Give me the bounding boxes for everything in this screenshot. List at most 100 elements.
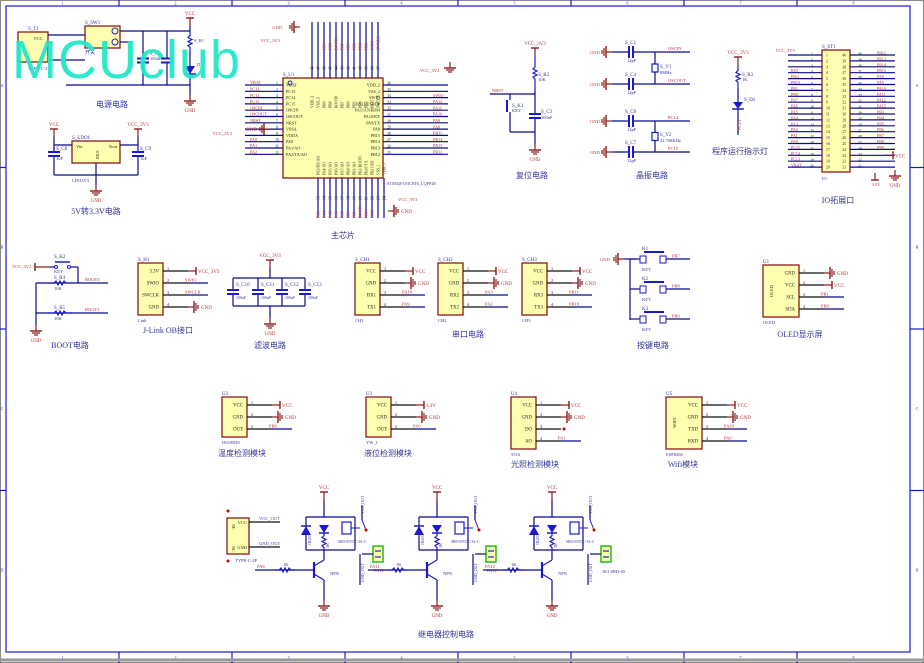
pin-number: 36 — [387, 82, 391, 86]
pin-name: PC14 — [286, 95, 296, 100]
ground-symbol: GND — [488, 277, 512, 289]
power-label: VCC — [282, 404, 293, 409]
designator: S_ST1 — [822, 45, 836, 50]
label: GND — [95, 151, 100, 160]
switch-contact — [111, 38, 119, 46]
net-label: PC13 — [791, 157, 800, 162]
net-label: GND — [590, 119, 600, 124]
ground-symbol: GND — [529, 144, 541, 163]
pin-name: VCC — [377, 404, 387, 409]
pin-number: 11 — [275, 145, 279, 149]
power-port: 3.3V — [416, 401, 436, 409]
label: 100nF — [285, 295, 296, 300]
power-label: VCC — [415, 270, 426, 275]
label: VCC — [238, 520, 247, 525]
net-label: PC15 — [791, 145, 800, 150]
net-label: PA3 — [485, 290, 493, 295]
pin-number: 2 — [540, 412, 542, 417]
grid-column-label: 7 — [740, 1, 742, 6]
pin-number: 12 — [826, 118, 830, 122]
relay-coil-icon — [341, 521, 352, 535]
section-caption: 串口电路 — [452, 329, 484, 339]
section-caption: 程序运行指示灯 — [712, 146, 768, 156]
label: 1K — [283, 562, 289, 567]
label: 100nF — [308, 295, 319, 300]
designator: U2 — [222, 392, 229, 397]
mcu-stm32: S_U1VBAT1VBATPC132PC13PC143PC14PC154PC15… — [213, 21, 456, 240]
power-label: VCC — [547, 486, 558, 491]
label: NC — [231, 524, 236, 530]
key-contact — [659, 315, 667, 324]
section-caption: 光照检测模块 — [511, 459, 559, 469]
pin-number: 35 — [387, 88, 391, 92]
pin-number: 3 — [251, 424, 253, 429]
power-label: VCC — [432, 486, 443, 491]
ground-symbol — [601, 78, 612, 90]
label: Vout — [109, 144, 118, 149]
component-body — [17, 31, 49, 63]
ground-label: GND — [740, 416, 751, 421]
power-port: VCC — [272, 401, 293, 409]
net-label: PA6 — [334, 211, 339, 218]
net-label: PA2 — [791, 127, 798, 132]
pin-number: 38 — [858, 63, 862, 67]
label: NPN — [443, 571, 453, 576]
grid-column-label: 6 — [627, 1, 629, 6]
power-port: VCC — [319, 486, 330, 500]
grid-column-label: 8 — [853, 655, 855, 660]
pin-number: 1 — [826, 54, 828, 58]
net-label: PB1 — [821, 292, 829, 297]
pin-number: 21 — [365, 196, 369, 200]
net-label: PA3 — [316, 211, 321, 218]
pin-number: 22 — [858, 158, 862, 162]
switch-contact — [111, 27, 119, 35]
pin-number: 17 — [810, 146, 814, 150]
resistor — [531, 56, 539, 90]
designator: S_K2 — [54, 255, 66, 260]
pin-name: SCL — [786, 296, 795, 301]
net-label: PC15 — [250, 99, 259, 104]
pin-name: VDD_2 — [367, 83, 380, 88]
net-label: GND — [590, 150, 600, 155]
net-label: PB1 — [352, 211, 357, 218]
net-label: PB11 — [791, 74, 800, 79]
power-label: VCC — [895, 154, 906, 159]
pin-number: 2 — [467, 278, 469, 283]
ground-symbol: GND — [546, 600, 558, 619]
pin-name: NRST — [286, 120, 297, 125]
power-label: VCC_3V3 — [127, 123, 149, 128]
power-label: VCC — [571, 404, 582, 409]
net-label: PB5 — [352, 43, 357, 50]
pin-name: SWCLK — [377, 94, 381, 108]
label: 10 — [170, 56, 175, 61]
ground-symbol: GND — [561, 411, 585, 423]
junction-dot — [364, 528, 368, 532]
ground-symbol: GND — [272, 411, 296, 423]
part-number: CH2 — [438, 318, 447, 323]
pin-number: 20 — [810, 164, 814, 168]
pin-name: VSS_1 — [377, 164, 381, 175]
net-label: PA0 — [413, 424, 421, 429]
ground-symbol — [444, 62, 456, 73]
grid-row-label: B — [1, 244, 4, 249]
pin-number: 45 — [329, 66, 333, 70]
designator: S_CH1 — [355, 258, 370, 263]
led-icon — [432, 525, 442, 533]
pin-name: VCC — [522, 404, 532, 409]
pin-name: PA6/AO — [335, 162, 339, 175]
ground-label: GND — [246, 128, 257, 133]
net-label: PB15 — [877, 68, 886, 73]
pin-name: PA9/TX — [366, 120, 380, 125]
ground-symbol: GND — [188, 301, 212, 313]
pin-number: 8 — [826, 95, 828, 99]
pin-number: 16 — [826, 142, 830, 146]
ground-symbol: GND — [824, 267, 848, 279]
pin-number: 2 — [395, 412, 397, 417]
pin-number: 3 — [803, 292, 805, 297]
pin-number: 19 — [353, 196, 357, 200]
designator: S_R5 — [54, 306, 66, 311]
net-label: OSCOUT — [250, 112, 267, 117]
pin-number: 32 — [387, 107, 391, 111]
